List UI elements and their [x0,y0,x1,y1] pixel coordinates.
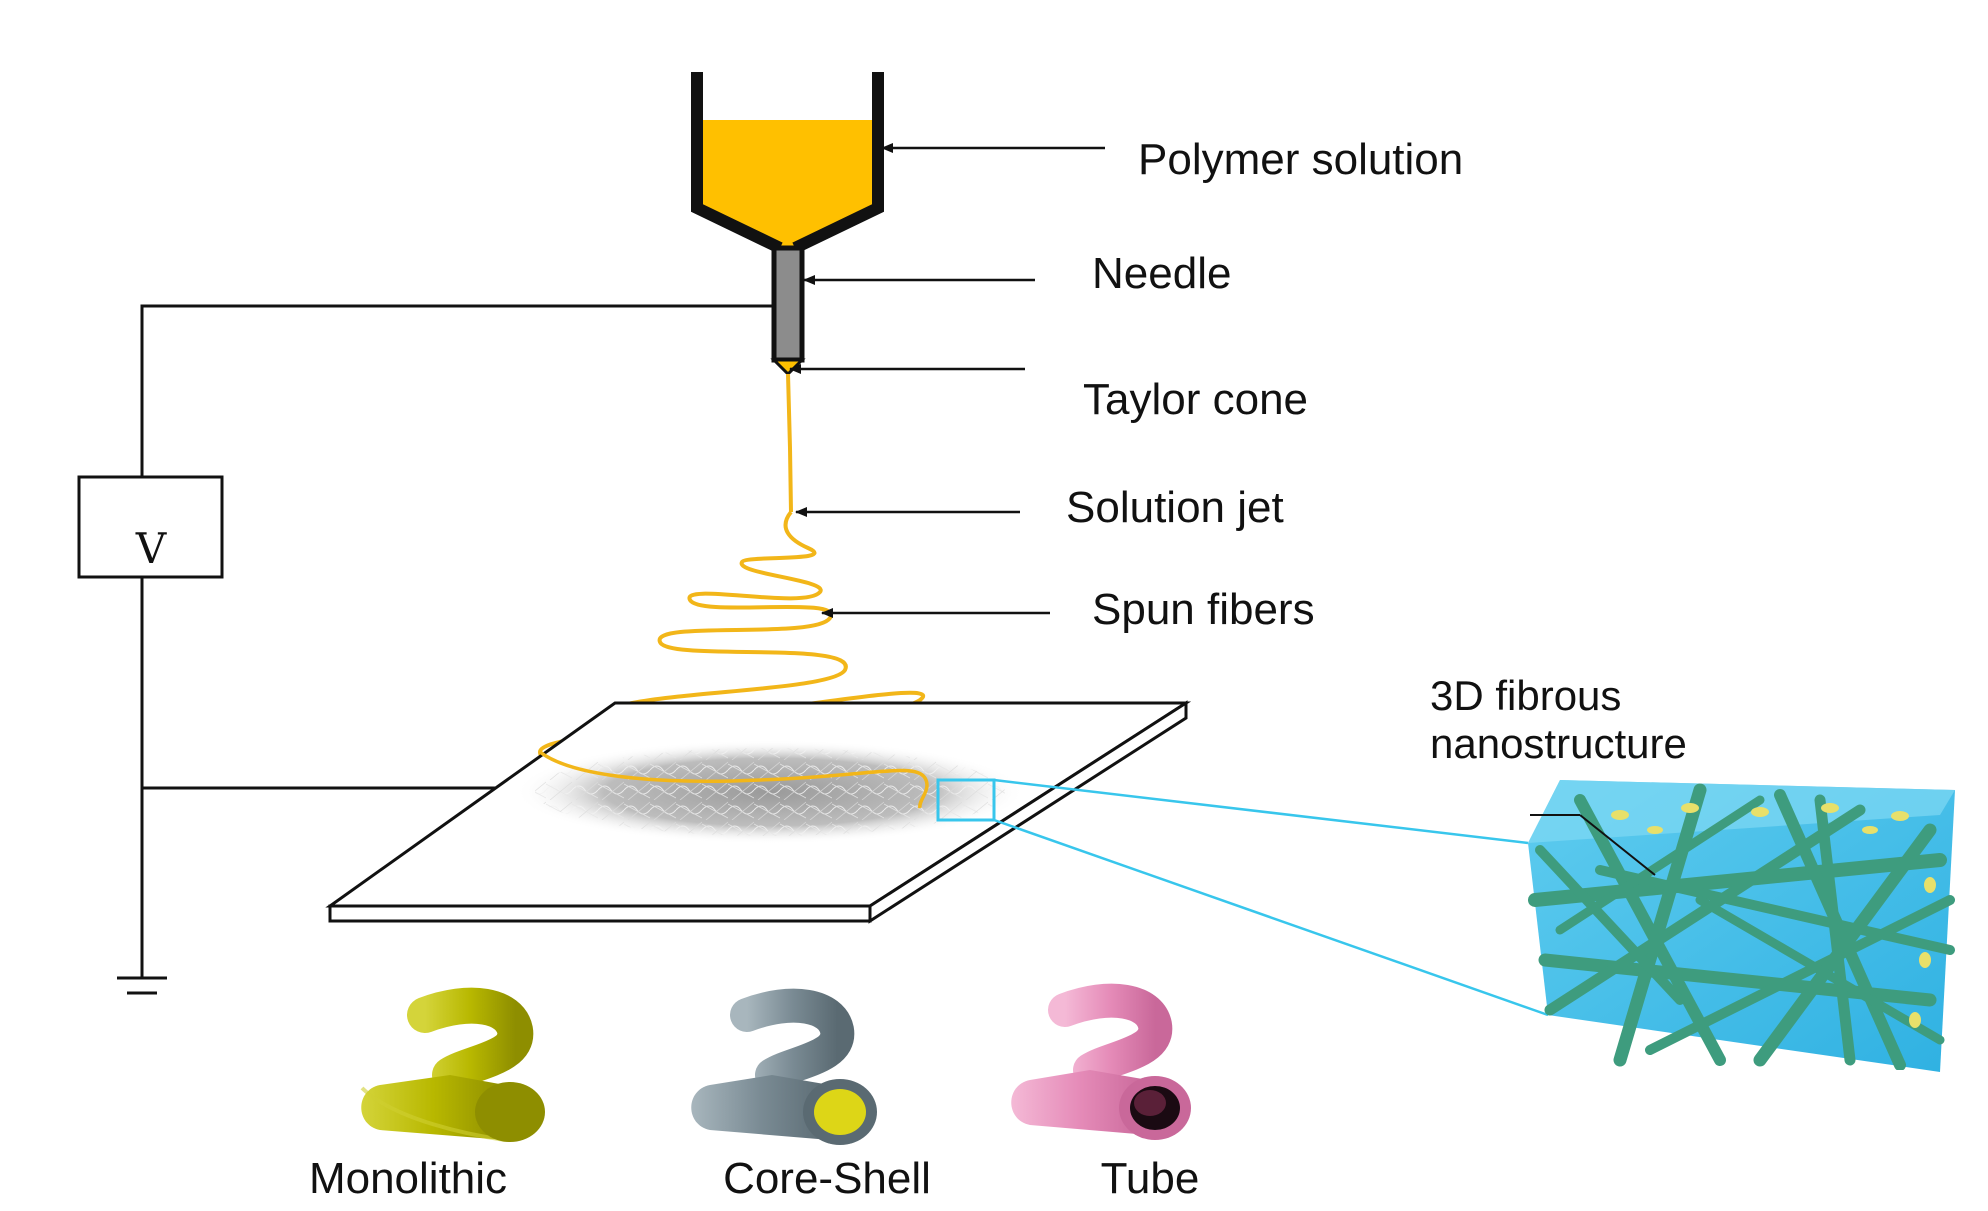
polymer-solution-fill [697,120,878,248]
ground-symbol [117,976,167,995]
voltage-label: V [135,524,167,573]
cube-fibers [1528,783,1955,1070]
label-monolithic: Monolithic [309,1154,507,1203]
label-needle: Needle [1092,249,1231,298]
label-core-shell: Core-Shell [723,1154,931,1203]
zoom-region-box [936,778,996,822]
cube-pointer-diagonal [1579,814,1656,876]
syringe [691,72,884,377]
voltage-source-box [77,475,224,579]
fiber-monolithic [360,987,545,1142]
collector-plate-side [328,904,872,923]
taylor-cone-shape [770,358,806,377]
zoom-callout [936,778,1549,1017]
fiber-mat-texture [535,748,1005,836]
fiber-core-shell [691,988,877,1145]
zoom-line-top [993,778,1529,845]
label-arrows [789,143,1105,618]
collector-plate-edge [868,700,1188,924]
circuit-wire-top [140,304,774,477]
fiber-tube [1011,983,1191,1140]
zoom-line-bottom [993,818,1549,1017]
nanostructure-cube [1528,780,1955,1072]
label-nanostructure-line2: nanostructure [1430,720,1687,767]
needle [771,245,805,363]
label-taylor-cone: Taylor cone [1083,375,1308,424]
label-solution-jet: Solution jet [1066,483,1284,532]
label-spun-fibers: Spun fibers [1092,585,1315,634]
circuit [117,304,774,995]
collector-plate [325,700,1192,924]
label-nanostructure-line1: 3D fibrous [1430,672,1621,719]
label-polymer-solution: Polymer solution [1138,135,1463,184]
syringe-body [691,72,884,254]
solution-jet [786,373,793,513]
label-tube: Tube [1101,1154,1200,1203]
deposited-fiber [538,750,929,809]
cube-fiber-ends [1611,803,1936,1028]
